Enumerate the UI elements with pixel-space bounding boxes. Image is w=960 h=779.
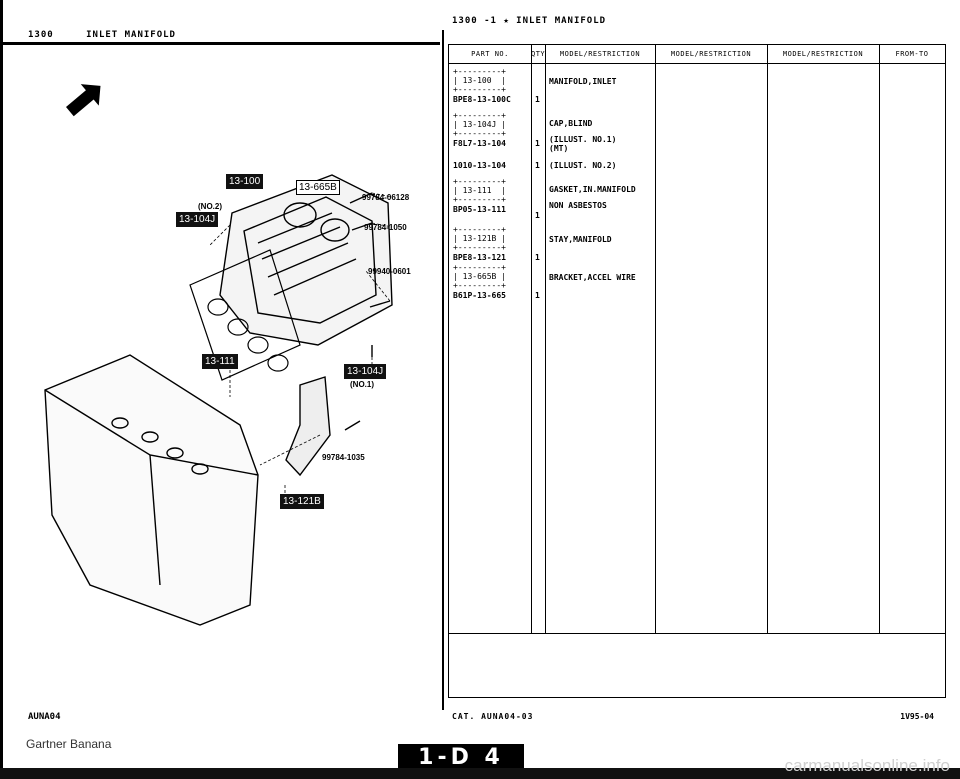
col-from-to: FROM-TO: [895, 50, 929, 58]
col-part-no: PART NO.: [471, 50, 509, 58]
part-number: BPE8-13-100C: [453, 95, 511, 104]
part-qty: 1: [535, 253, 540, 262]
table-header: PART NO. QTY MODEL/RESTRICTION MODEL/RES…: [449, 45, 945, 64]
part-desc: GASKET,IN.MANIFOLD: [549, 185, 636, 194]
footer-catalog: CAT. AUNA04-03: [452, 712, 534, 721]
label-13-665b: 13-665B: [296, 180, 340, 195]
part-qty: 1: [535, 139, 540, 148]
part-number: B61P-13-665: [453, 291, 506, 300]
label-13-111: 13-111: [202, 354, 238, 369]
bottom-bar: [0, 768, 960, 779]
footer-code: 1V95-04: [900, 712, 934, 721]
part-number: 1010-13-104: [453, 161, 506, 170]
col-model-3: MODEL/RESTRICTION: [782, 50, 864, 58]
section-title: INLET MANIFOLD: [86, 30, 176, 40]
part-ref-box: +---------+ | 13-100 | +---------+: [453, 67, 506, 94]
callout-99784-06128: 99784-06128: [362, 193, 410, 202]
section-number: 1300: [28, 30, 54, 40]
part-number: F8L7-13-104: [453, 139, 506, 148]
part-qty: 1: [535, 211, 540, 220]
label-13-104j-no2: 13-104J: [176, 212, 219, 227]
callout-99784-1035: 99784-1035: [322, 453, 365, 462]
part-desc: NON ASBESTOS: [549, 201, 607, 210]
watermark: carmanualsonline.info: [784, 756, 950, 775]
parts-table: PART NO. QTY MODEL/RESTRICTION MODEL/RES…: [448, 44, 946, 698]
front-arrow-icon: [66, 84, 101, 117]
stay-bracket-shape: [285, 376, 331, 477]
table-bottom-rule: [449, 633, 945, 634]
label-13-104j-no1: 13-104J: [344, 364, 387, 379]
part-ref-box: +---------+ | 13-104J | +---------+: [453, 111, 506, 138]
col-model-1: MODEL/RESTRICTION: [559, 50, 641, 58]
part-desc: CAP,BLIND: [549, 119, 593, 128]
part-ref-box: +---------+ | 13-111 | +---------+: [453, 177, 506, 204]
page-number: 1-D 4: [398, 744, 524, 772]
callout-99940-0601: 99940-0601: [368, 267, 411, 276]
header-rule: [0, 42, 440, 45]
col-qty: QTY: [531, 50, 546, 58]
brand-text: Gartner Banana: [26, 737, 112, 751]
left-edge-bar: [0, 0, 3, 779]
bolt-shapes: [344, 192, 391, 431]
part-ref-box: +---------+ | 13-665B | +---------+: [453, 263, 506, 290]
col-divider: [655, 45, 656, 633]
left-header: 1300 INLET MANIFOLD: [28, 30, 176, 40]
page-divider: [442, 30, 444, 710]
note-no2: (NO.2): [198, 202, 222, 211]
label-13-100: 13-100: [226, 174, 264, 189]
part-desc: (MT): [549, 144, 569, 153]
part-ref-box: +---------+ | 13-121B | +---------+: [453, 225, 506, 252]
label-13-121b: 13-121B: [280, 494, 324, 509]
part-qty: 1: [535, 95, 540, 104]
part-desc: (ILLUST. NO.1): [549, 135, 617, 144]
right-header: 1300 -1 ★ INLET MANIFOLD: [452, 16, 607, 26]
col-divider: [767, 45, 768, 633]
part-desc: MANIFOLD,INLET: [549, 77, 617, 86]
part-number: BP05-13-111: [453, 205, 506, 214]
part-desc: BRACKET,ACCEL WIRE: [549, 273, 636, 282]
col-divider: [879, 45, 880, 633]
diagram-drawing: [44, 84, 393, 626]
part-desc: STAY,MANIFOLD: [549, 235, 612, 244]
part-desc: (ILLUST. NO.2): [549, 161, 617, 170]
col-model-2: MODEL/RESTRICTION: [670, 50, 752, 58]
part-qty: 1: [535, 291, 540, 300]
engine-block-shape: [44, 354, 259, 626]
part-number: BPE8-13-121: [453, 253, 506, 262]
col-divider: [545, 45, 546, 633]
part-qty: 1: [535, 161, 540, 170]
callout-99784-1050: 99784-1050: [364, 223, 407, 232]
note-no1: (NO.1): [350, 380, 374, 389]
footer-left-code: AUNA04: [28, 712, 61, 722]
gasket-shape: [189, 249, 301, 381]
col-divider: [531, 45, 532, 633]
